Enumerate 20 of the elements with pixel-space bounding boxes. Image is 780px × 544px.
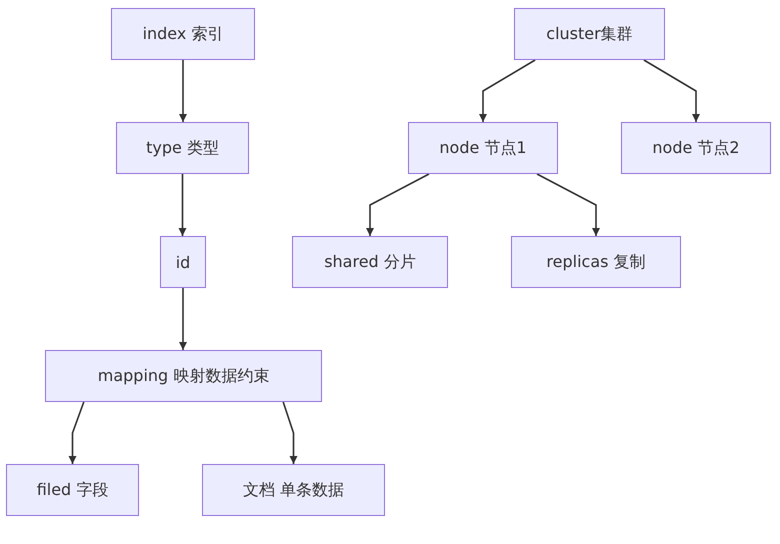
arrow	[536, 173, 600, 236]
process-box: replicas 复制	[511, 236, 681, 288]
process-box: mapping 映射数据约束	[45, 350, 322, 402]
arrow	[179, 288, 187, 350]
arrow	[179, 60, 187, 122]
process-box: node 节点2	[621, 122, 771, 174]
arrow	[178, 174, 186, 236]
process-box: index 索引	[111, 8, 255, 60]
arrow	[479, 59, 536, 122]
arrow	[366, 173, 430, 236]
process-box: shared 分片	[292, 236, 448, 288]
arrow	[68, 402, 85, 464]
arrow	[282, 402, 298, 464]
arrow	[643, 59, 700, 122]
process-box: type 类型	[116, 122, 249, 174]
process-box: cluster集群	[514, 8, 665, 60]
process-box: filed 字段	[6, 464, 139, 516]
process-box: id	[160, 236, 206, 288]
process-box: node 节点1	[408, 122, 558, 174]
process-box: 文档 单条数据	[202, 464, 385, 516]
